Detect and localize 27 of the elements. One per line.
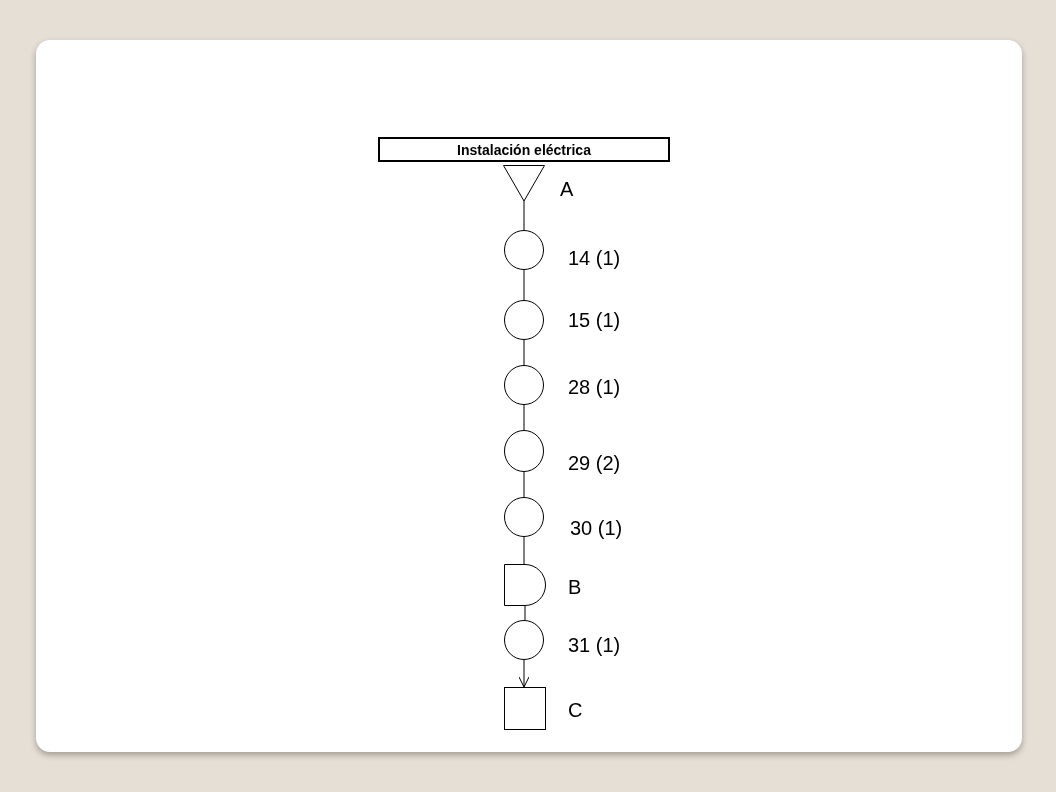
step-label: C	[568, 699, 583, 721]
step-label: 28 (1)	[568, 376, 621, 398]
circle-symbol	[504, 300, 544, 340]
square-symbol	[504, 687, 546, 730]
circle-symbol	[504, 230, 544, 270]
connector-line	[523, 471, 525, 498]
triangle-symbol	[503, 165, 545, 201]
step-label: B	[568, 576, 582, 598]
circle-symbol	[504, 365, 544, 405]
connector-line	[523, 536, 525, 565]
step-label: A	[560, 178, 574, 200]
step-label: 29 (2)	[568, 452, 621, 474]
title-box: Instalación eléctrica	[378, 137, 670, 162]
circle-symbol	[504, 497, 544, 537]
step-label: 15 (1)	[568, 309, 621, 331]
connector-line	[523, 404, 525, 431]
arrow	[518, 659, 530, 688]
circle-symbol	[504, 620, 544, 660]
step-label: 30 (1)	[570, 517, 623, 539]
half-round-symbol	[504, 564, 546, 606]
step-label: 31 (1)	[568, 634, 621, 656]
connector-line	[523, 269, 525, 301]
connector-line	[523, 200, 525, 231]
connector-line	[524, 605, 526, 621]
circle-symbol	[504, 430, 544, 472]
step-label: 14 (1)	[568, 247, 621, 269]
connector-line	[523, 339, 525, 366]
